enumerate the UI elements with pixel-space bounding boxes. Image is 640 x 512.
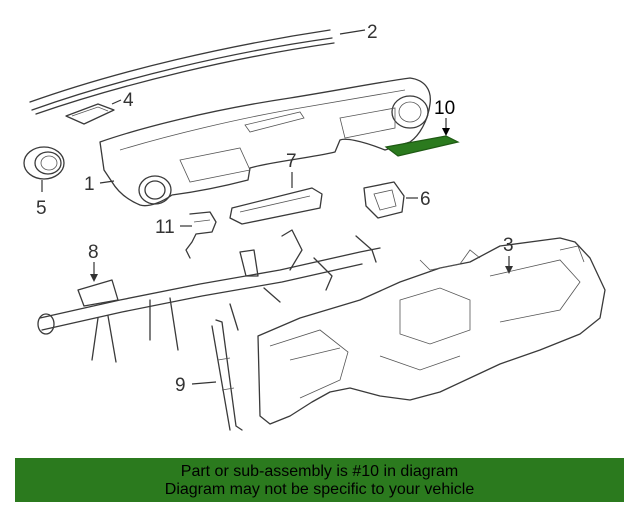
callout-6[interactable]: 6 xyxy=(420,189,431,210)
callout-7[interactable]: 7 xyxy=(286,151,297,172)
callout-2[interactable]: 2 xyxy=(367,22,378,43)
part-8-reinforcement xyxy=(37,229,381,363)
part-11-wiring xyxy=(180,211,217,259)
part-3-dashboard-lower xyxy=(257,237,606,425)
callout-5[interactable]: 5 xyxy=(36,198,47,219)
callout-1[interactable]: 1 xyxy=(84,174,95,195)
banner-line-2: Diagram may not be specific to your vehi… xyxy=(164,481,475,498)
callout-4[interactable]: 4 xyxy=(123,90,134,111)
part-9-brace xyxy=(191,319,243,431)
part-10-highlighted xyxy=(384,118,460,157)
part-2-molding xyxy=(29,29,366,115)
callout-10[interactable]: 10 xyxy=(434,98,455,119)
part-6-vent xyxy=(363,181,418,219)
callout-8[interactable]: 8 xyxy=(88,242,99,263)
callout-3[interactable]: 3 xyxy=(503,235,514,256)
banner-line-1: Part or sub-assembly is #10 in diagram xyxy=(180,463,459,480)
callout-9[interactable]: 9 xyxy=(175,375,186,396)
callout-11[interactable]: 11 xyxy=(155,217,175,238)
part-5-vent xyxy=(23,146,65,192)
part-4-pad xyxy=(65,99,122,125)
parts-diagram: 1 2 3 4 5 6 7 8 9 10 11 xyxy=(23,22,606,431)
part-1-dashboard-upper xyxy=(99,77,431,207)
info-banner: Part or sub-assembly is #10 in diagram D… xyxy=(15,458,624,502)
part-7-bracket xyxy=(229,172,323,225)
